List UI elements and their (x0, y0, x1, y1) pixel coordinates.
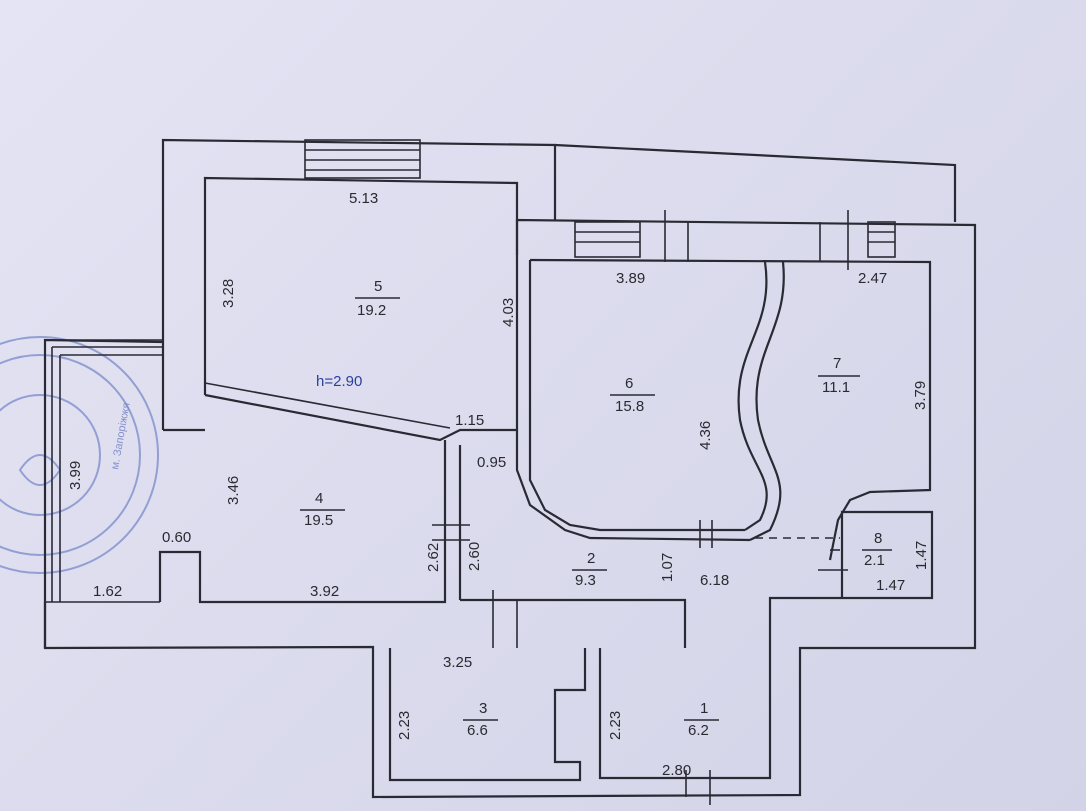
corridor-walls (43, 590, 842, 648)
dim-3-28: 3.28 (220, 279, 237, 308)
room-1-area: 6.2 (688, 722, 709, 739)
room-3-number: 3 (479, 700, 487, 717)
dim-1-62: 1.62 (93, 583, 122, 600)
room-2-number: 2 (587, 550, 595, 567)
dim-2-47: 2.47 (858, 270, 887, 287)
room-8-walls (818, 510, 934, 600)
dimension-labels: 5.13 3.28 4.03 3.89 2.47 3.79 4.36 1.15 … (67, 190, 930, 779)
dim-3-92: 3.92 (310, 583, 339, 600)
dim-3-89: 3.89 (616, 270, 645, 287)
room-labels: 5 19.2 h=2.90 4 19.5 6 15.8 7 11.1 8 2.1… (300, 278, 892, 739)
room-4-walls (158, 440, 470, 604)
room-7-number: 7 (833, 355, 841, 372)
dim-0-60: 0.60 (162, 529, 191, 546)
dim-2-80: 2.80 (662, 762, 691, 779)
room-6-7-walls (515, 210, 932, 561)
room-8-area: 2.1 (864, 552, 885, 569)
dim-4-03: 4.03 (500, 298, 517, 327)
dim-1-47-vertical: 1.47 (913, 541, 930, 570)
room-5-number: 5 (374, 278, 382, 295)
dim-1-07: 1.07 (659, 553, 676, 582)
svg-text:м. Запоріжжя: м. Запоріжжя (109, 402, 133, 471)
dim-3-25: 3.25 (443, 654, 472, 671)
room-2-area: 9.3 (575, 572, 596, 589)
dim-2-60: 2.60 (466, 542, 483, 571)
dim-2-62: 2.62 (425, 543, 442, 572)
room-6-number: 6 (625, 375, 633, 392)
stamp-seal: м. Запоріжжя (0, 336, 159, 574)
dim-2-23-room1: 2.23 (607, 711, 624, 740)
room-4-area: 19.5 (304, 512, 333, 529)
room-8-number: 8 (874, 530, 882, 547)
room-5-walls (163, 139, 519, 442)
dim-4-36: 4.36 (697, 421, 714, 450)
height-label: h=2.90 (316, 373, 362, 390)
room-4-number: 4 (315, 490, 323, 507)
room-3-area: 6.6 (467, 722, 488, 739)
dim-1-47-horizontal: 1.47 (876, 577, 905, 594)
room-7-area: 11.1 (822, 379, 850, 396)
outer-walls (43, 138, 977, 799)
room-3-walls (388, 648, 587, 782)
room-1-walls (598, 648, 772, 805)
dim-0-95: 0.95 (477, 454, 506, 471)
dim-5-13: 5.13 (349, 190, 378, 207)
dim-6-18: 6.18 (700, 572, 729, 589)
dim-1-15: 1.15 (455, 412, 484, 429)
dim-3-99: 3.99 (67, 461, 84, 490)
dim-2-23-room3: 2.23 (396, 711, 413, 740)
room-1-number: 1 (700, 700, 708, 717)
dim-3-79: 3.79 (912, 381, 929, 410)
room-5-area: 19.2 (357, 302, 386, 319)
room-6-area: 15.8 (615, 398, 644, 415)
dim-3-46: 3.46 (225, 476, 242, 505)
